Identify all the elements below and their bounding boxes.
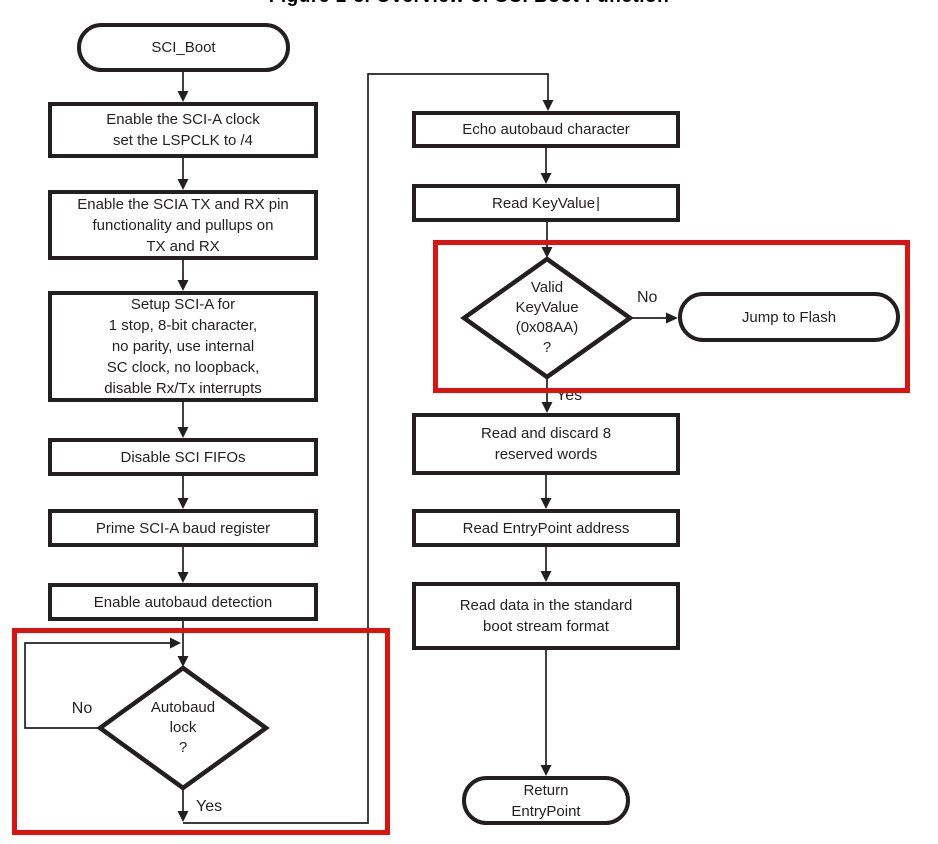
decision-autobaud-lock-label: Autobaud lock ?: [150, 699, 216, 756]
process-enable-clock: Enable the SCI-A clock set the LSPCLK to…: [48, 102, 318, 158]
arrowhead: [540, 571, 552, 582]
text-cursor: |: [596, 194, 601, 212]
terminal-jump-to-flash: Jump to Flash: [678, 292, 900, 342]
read-keyvalue-label: Read KeyValue: [491, 194, 596, 212]
process-enable-autobaud: Enable autobaud detection: [48, 583, 318, 621]
edge-label-keyvalue-yes: Yes: [556, 387, 583, 404]
arrowhead: [540, 765, 552, 776]
arrowhead: [540, 173, 552, 184]
arrowhead: [541, 402, 553, 413]
process-read-discard: Read and discard 8 reserved words: [412, 413, 680, 475]
process-echo-autobaud: Echo autobaud character: [412, 111, 680, 148]
edge-label-keyvalue-no: No: [637, 289, 658, 306]
process-enable-pins: Enable the SCIA TX and RX pin functional…: [48, 190, 318, 260]
edge-label-autobaud-yes: Yes: [196, 798, 223, 815]
arrowhead: [542, 100, 554, 111]
edge-runner-to-echo: [183, 73, 549, 824]
arrowhead: [177, 572, 189, 583]
arrowhead: [177, 280, 189, 291]
process-setup-scia: Setup SCI-A for 1 stop, 8-bit character,…: [48, 291, 318, 402]
arrowhead: [177, 811, 189, 822]
terminal-sci-boot: SCI_Boot: [77, 23, 290, 72]
decision-valid-keyvalue-label: Valid KeyValue (0x08AA) ?: [515, 279, 579, 356]
process-disable-fifos: Disable SCI FIFOs: [48, 438, 318, 476]
arrowhead: [541, 247, 553, 258]
arrowhead: [177, 656, 189, 667]
process-prime-baud: Prime SCI-A baud register: [48, 509, 318, 547]
arrowhead: [177, 91, 189, 102]
arrowhead: [177, 179, 189, 190]
arrowhead: [177, 427, 189, 438]
arrowhead: [177, 498, 189, 509]
edge-autobaud-no-loop: [24, 642, 170, 729]
arrowhead: [666, 312, 678, 324]
decision-autobaud-lock: [96, 665, 270, 791]
decision-valid-keyvalue: [460, 256, 634, 380]
edge-label-autobaud-no: No: [71, 700, 93, 717]
process-read-keyvalue: Read KeyValue|: [412, 184, 680, 222]
figure-title: Figure 1-3. Overview of SCI Boot Functio…: [0, 0, 938, 8]
arrowhead: [540, 498, 552, 509]
arrowhead: [170, 637, 181, 649]
process-read-entrypoint: Read EntryPoint address: [412, 509, 680, 547]
terminal-return-entrypoint: Return EntryPoint: [462, 776, 630, 825]
process-read-data: Read data in the standard boot stream fo…: [412, 582, 680, 650]
